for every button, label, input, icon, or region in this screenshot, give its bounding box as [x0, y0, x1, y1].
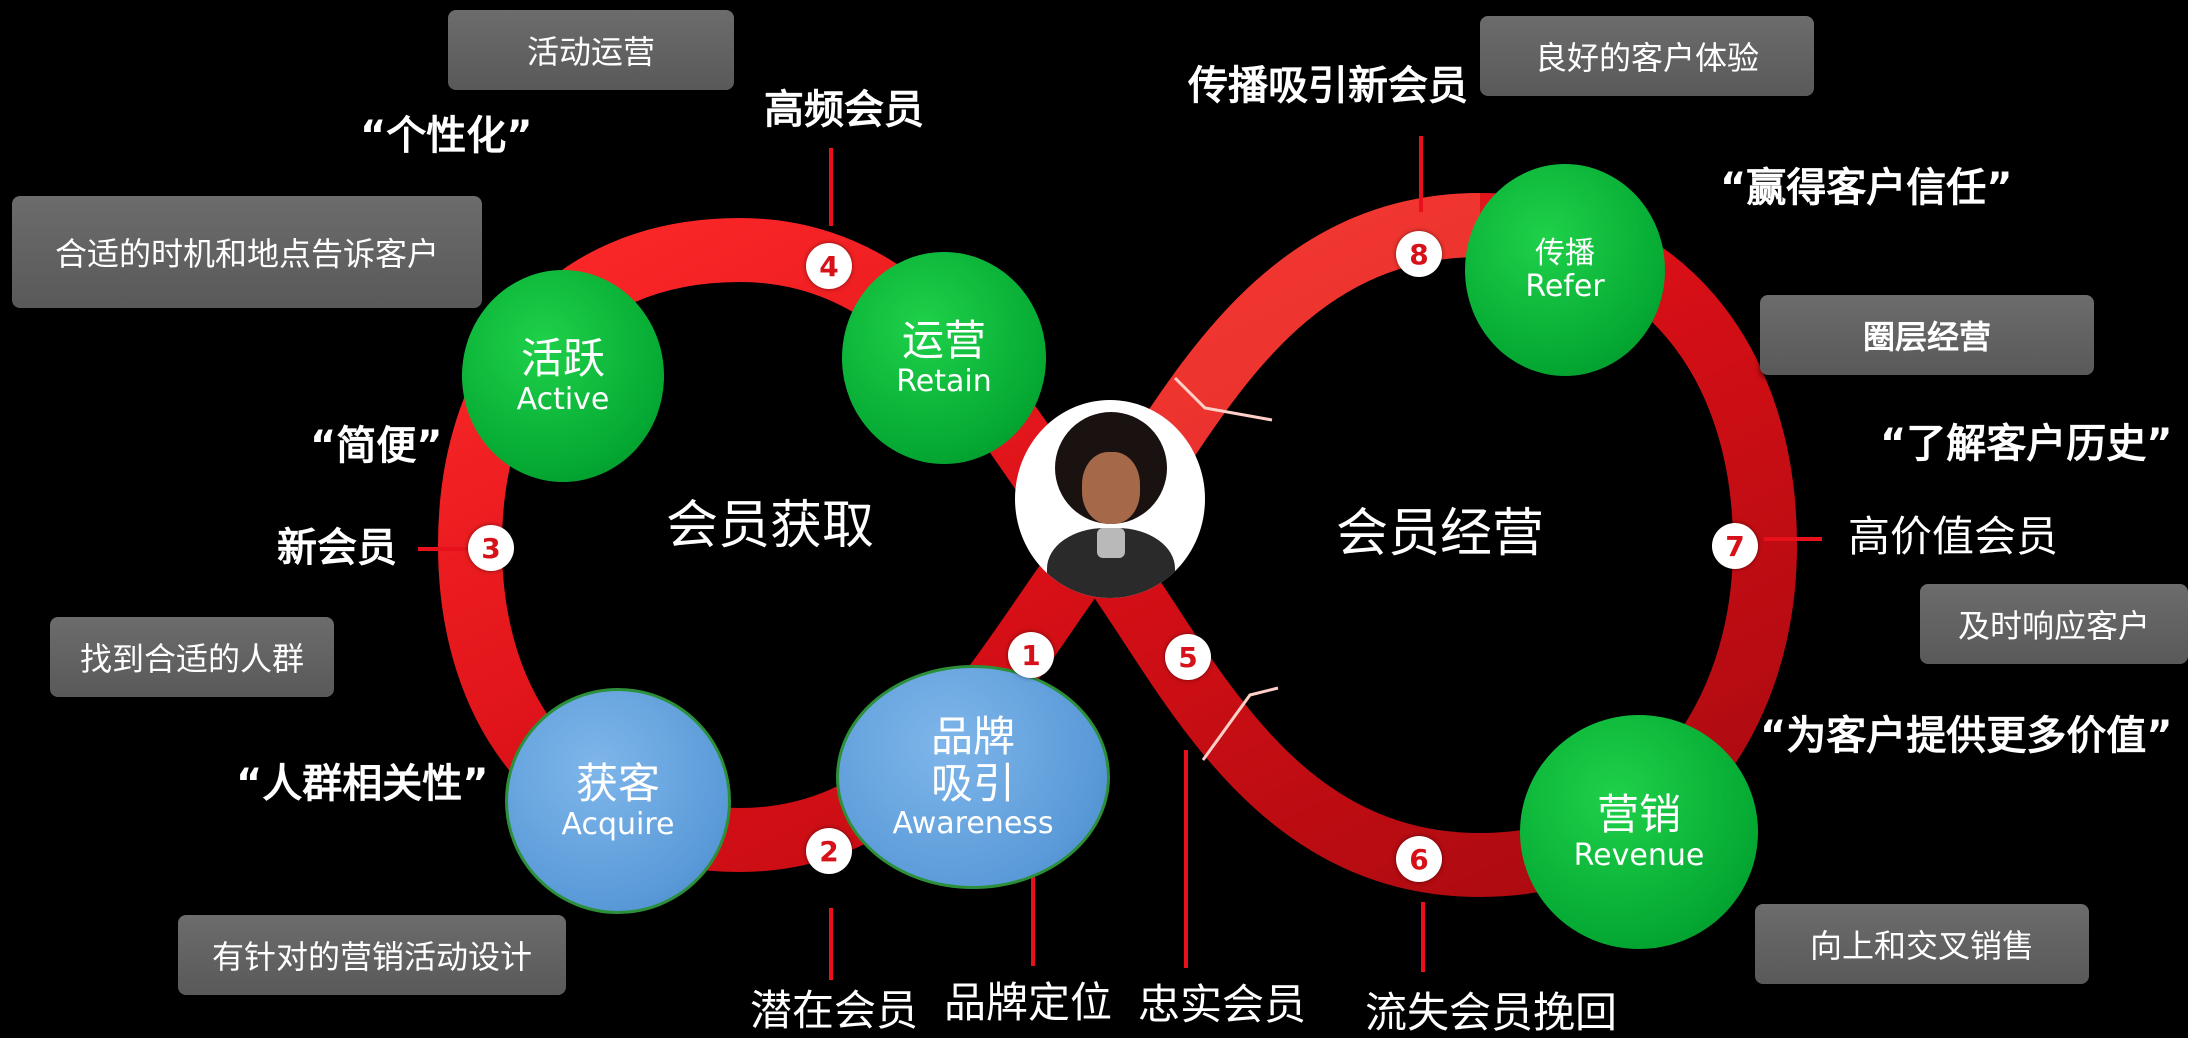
quote-history: “了解客户历史”: [1880, 421, 2173, 467]
stage-label-churn-recall: 流失会员挽回: [1365, 988, 1618, 1037]
awareness-en: Awareness: [892, 805, 1054, 841]
quote-relevance: “人群相关性”: [236, 761, 489, 807]
stage-label-high-value: 高价值会员: [1848, 512, 2059, 561]
quote-value: “为客户提供更多价值”: [1760, 713, 2173, 759]
acquire-en: Acquire: [561, 806, 675, 842]
step-badge-6: 6: [1396, 836, 1442, 882]
acquire-circle: 获客 Acquire: [505, 688, 731, 914]
member-acquisition-label: 会员获取: [666, 496, 875, 556]
refer-cn: 传播: [1535, 236, 1595, 271]
face-shape: [1082, 452, 1140, 524]
active-circle: 活跃 Active: [462, 270, 664, 482]
box-right-time: 合适的时机和地点告诉客户: [12, 196, 482, 308]
box-timely-response: 及时响应客户: [1920, 584, 2188, 664]
connector-3: [418, 547, 474, 551]
connector-7: [1764, 537, 1822, 541]
awareness-cn1: 品牌: [930, 712, 1015, 762]
quote-personalized: “个性化”: [360, 113, 533, 159]
stage-label-spread: 传播吸引新会员: [1188, 63, 1468, 109]
stage-label-potential: 潜在会员: [750, 986, 919, 1035]
connector-6: [1421, 902, 1425, 972]
retain-cn: 运营: [901, 316, 986, 366]
stage-label-high-frequency: 高频会员: [764, 87, 924, 133]
revenue-cn: 营销: [1596, 790, 1681, 840]
stage-label-new-member: 新会员: [277, 525, 397, 571]
step-badge-3: 3: [468, 525, 514, 571]
awareness-circle: 品牌 吸引 Awareness: [836, 665, 1110, 889]
retain-circle: 运营 Retain: [842, 252, 1046, 464]
step-badge-8: 8: [1396, 231, 1442, 277]
step-badge-5: 5: [1165, 634, 1211, 680]
step-badge-2: 2: [806, 828, 852, 874]
phone-shape: [1097, 528, 1125, 558]
connector-1: [1031, 870, 1035, 966]
step-badge-4: 4: [806, 243, 852, 289]
retain-en: Retain: [896, 363, 992, 399]
stage-label-brand-positioning: 品牌定位: [944, 978, 1113, 1027]
quote-trust: “赢得客户信任”: [1720, 165, 2013, 211]
box-upsell: 向上和交叉销售: [1755, 904, 2089, 984]
step-badge-1: 1: [1008, 632, 1054, 678]
customer-photo: [1015, 400, 1205, 598]
ribbon-arrow-mark-upper: [1173, 376, 1273, 422]
connector-4: [829, 148, 833, 226]
box-find-crowd: 找到合适的人群: [50, 617, 334, 697]
box-targeted-design: 有针对的营销活动设计: [178, 915, 566, 995]
refer-circle: 传播 Refer: [1465, 164, 1665, 376]
revenue-circle: 营销 Revenue: [1520, 715, 1758, 949]
step-badge-7: 7: [1712, 523, 1758, 569]
active-cn: 活跃: [520, 334, 605, 384]
awareness-cn2: 吸引: [930, 758, 1015, 808]
box-circle-ops: 圈层经营: [1760, 295, 2094, 375]
quote-simple: “简便”: [310, 423, 443, 469]
revenue-en: Revenue: [1573, 837, 1705, 873]
acquire-cn: 获客: [575, 759, 660, 809]
refer-en: Refer: [1525, 269, 1605, 304]
box-activity-ops: 活动运营: [448, 10, 734, 90]
member-operation-label: 会员经营: [1336, 504, 1545, 564]
connector-2: [829, 908, 833, 980]
active-en: Active: [516, 381, 610, 417]
stage-label-loyal: 忠实会员: [1138, 980, 1307, 1029]
connector-8: [1419, 136, 1423, 212]
box-good-experience: 良好的客户体验: [1480, 16, 1814, 96]
ribbon-arrow-mark-lower: [1201, 686, 1279, 761]
connector-5: [1184, 750, 1188, 968]
